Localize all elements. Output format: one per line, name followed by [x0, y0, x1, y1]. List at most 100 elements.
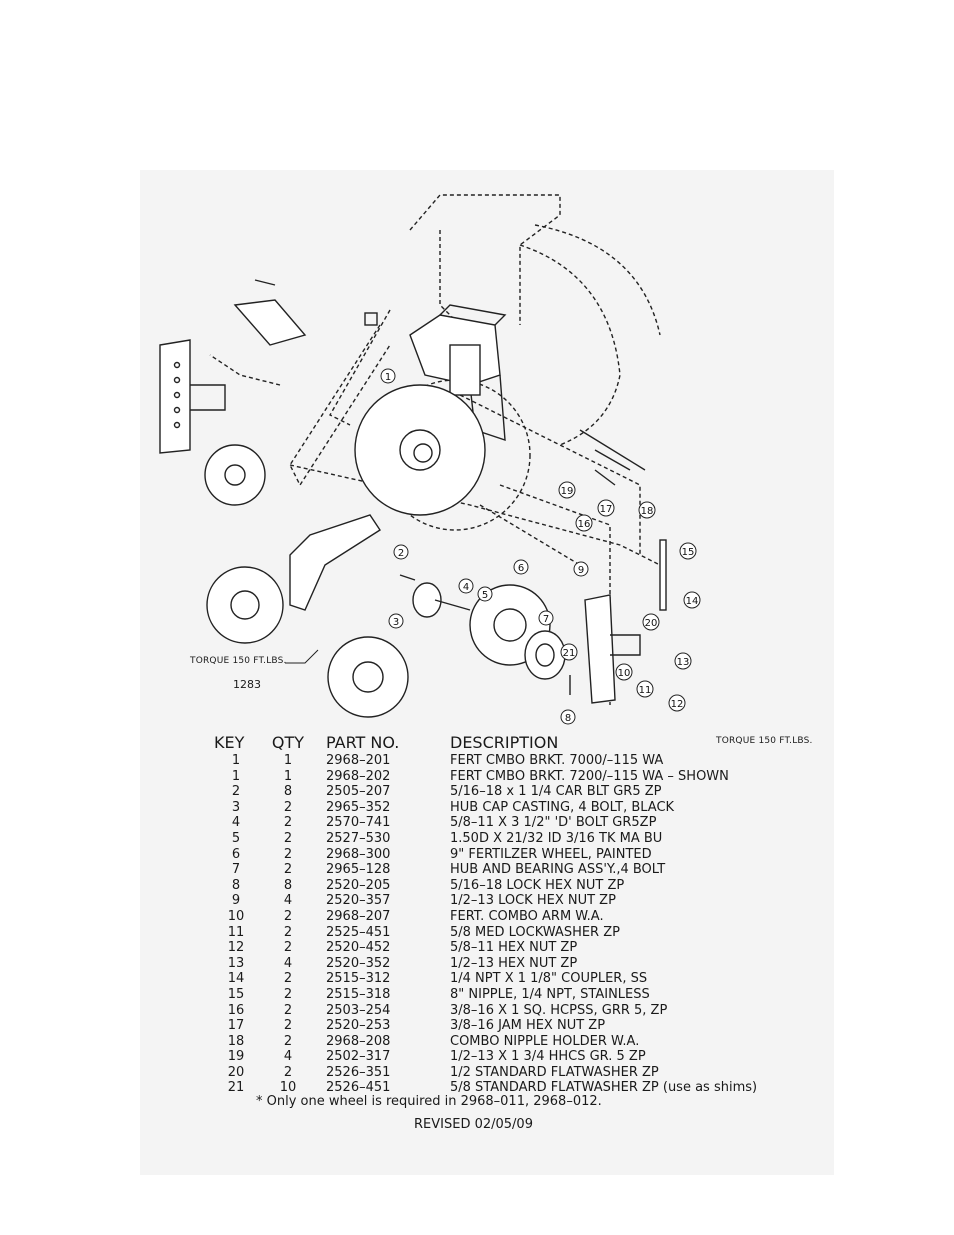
- cell-part-no: 2515–318: [326, 986, 391, 1002]
- cell-qty: 2: [283, 830, 293, 846]
- svg-text:20: 20: [645, 618, 658, 629]
- callout-17: 17: [597, 499, 615, 517]
- cell-key: 15: [227, 986, 245, 1002]
- cell-qty: 8: [283, 784, 293, 800]
- cell-description: 8" NIPPLE, 1/4 NPT, STAINLESS: [450, 986, 650, 1002]
- cell-part-no: 2520–357: [326, 893, 391, 909]
- cell-description: 5/8 STANDARD FLATWASHER ZP (use as shims…: [450, 1080, 758, 1096]
- header-qty: QTY: [271, 733, 305, 752]
- torque-note-right: TORQUE 150 FT.LBS.: [716, 736, 813, 746]
- cell-key: 12: [227, 940, 245, 956]
- cell-description: FERT. COMBO ARM W.A.: [450, 908, 604, 924]
- callout-1: 1: [380, 368, 396, 384]
- cell-description: HUB AND BEARING ASS'Y.,4 BOLT: [450, 862, 666, 878]
- svg-text:21: 21: [563, 648, 576, 659]
- callout-12: 12: [668, 694, 686, 712]
- table-row: 18 2 2968–208 COMBO NIPPLE HOLDER W.A.: [214, 1034, 757, 1050]
- svg-text:8: 8: [565, 713, 571, 724]
- cell-key: 18: [227, 1033, 245, 1049]
- cell-part-no: 2526–451: [326, 1080, 391, 1096]
- parts-list-header: KEY QTY PART NO. DESCRIPTION: [214, 733, 757, 753]
- callout-10: 10: [615, 663, 633, 681]
- cell-description: 1/2–13 X 1 3/4 HHCS GR. 5 ZP: [450, 1049, 646, 1065]
- cell-part-no: 2525–451: [326, 924, 391, 940]
- cell-qty: 2: [283, 1033, 293, 1049]
- cell-part-no: 2520–253: [326, 1018, 391, 1034]
- callout-11: 11: [636, 680, 654, 698]
- cell-part-no: 2527–530: [326, 830, 391, 846]
- svg-text:13: 13: [677, 657, 690, 668]
- svg-text:4: 4: [463, 582, 469, 593]
- cell-part-no: 2968–208: [326, 1033, 391, 1049]
- cell-description: 1.50D X 21/32 ID 3/16 TK MA BU: [450, 830, 663, 846]
- cell-description: 1/2–13 HEX NUT ZP: [450, 955, 578, 971]
- callout-7: 7: [538, 610, 554, 626]
- footnote: * Only one wheel is required in 2968–011…: [256, 1094, 602, 1109]
- header-key: KEY: [214, 733, 245, 752]
- callout-6: 6: [513, 559, 529, 575]
- cell-key: 13: [227, 955, 245, 971]
- svg-text:6: 6: [518, 563, 524, 574]
- cell-key: 17: [227, 1018, 245, 1034]
- cell-qty: 2: [283, 1064, 293, 1080]
- cell-part-no: 2526–351: [326, 1064, 391, 1080]
- cell-key: 11: [227, 924, 245, 940]
- cell-key: 10: [227, 908, 245, 924]
- combo-arm: [584, 594, 641, 704]
- cell-description: HUB CAP CASTING, 4 BOLT, BLACK: [450, 799, 675, 815]
- cell-part-no: 2965–128: [326, 862, 391, 878]
- cell-part-no: 2502–317: [326, 1049, 391, 1065]
- svg-text:10: 10: [618, 668, 631, 679]
- callout-16: 16: [575, 514, 593, 532]
- cell-qty: 4: [283, 955, 293, 971]
- cell-part-no: 2965–352: [326, 799, 391, 815]
- cell-key: 16: [227, 1002, 245, 1018]
- cell-qty: 2: [283, 815, 293, 831]
- cell-key: 6: [231, 846, 241, 862]
- left-gauge-wheel: [204, 444, 266, 506]
- callout-18: 18: [638, 501, 656, 519]
- cell-description: 1/4 NPT X 1 1/8" COUPLER, SS: [450, 971, 648, 987]
- cell-part-no: 2968–300: [326, 846, 391, 862]
- svg-text:15: 15: [682, 547, 695, 558]
- callout-20: 20: [642, 613, 660, 631]
- callout-3: 3: [388, 613, 404, 629]
- cell-part-no: 2520–452: [326, 940, 391, 956]
- svg-text:9: 9: [578, 565, 584, 576]
- cell-description: FERT CMBO BRKT. 7200/–115 WA – SHOWN: [450, 768, 729, 784]
- callout-15: 15: [679, 542, 697, 560]
- bottom-wheel: [327, 636, 409, 718]
- cell-part-no: 2570–741: [326, 815, 391, 831]
- cell-qty: 1: [283, 768, 293, 784]
- cell-description: 5/8–11 X 3 1/2" 'D' BOLT GR5ZP: [450, 815, 657, 831]
- svg-text:7: 7: [543, 614, 549, 625]
- callout-4: 4: [458, 578, 474, 594]
- svg-text:12: 12: [671, 699, 684, 710]
- callout-13: 13: [674, 652, 692, 670]
- cell-qty: 2: [283, 1002, 293, 1018]
- cell-qty: 4: [283, 1049, 293, 1065]
- cell-description: 3/8–16 X 1 SQ. HCPSS, GRR 5, ZP: [450, 1002, 668, 1018]
- svg-text:11: 11: [639, 685, 652, 696]
- cell-part-no: 2505–207: [326, 784, 391, 800]
- cell-qty: 2: [283, 940, 293, 956]
- hub-bearing: [524, 630, 566, 680]
- callout-5: 5: [477, 586, 493, 602]
- main-bracket: [409, 304, 507, 441]
- cell-description: COMBO NIPPLE HOLDER W.A.: [450, 1033, 640, 1049]
- coulter-wheel: [354, 384, 486, 516]
- callout-8: 8: [560, 709, 576, 725]
